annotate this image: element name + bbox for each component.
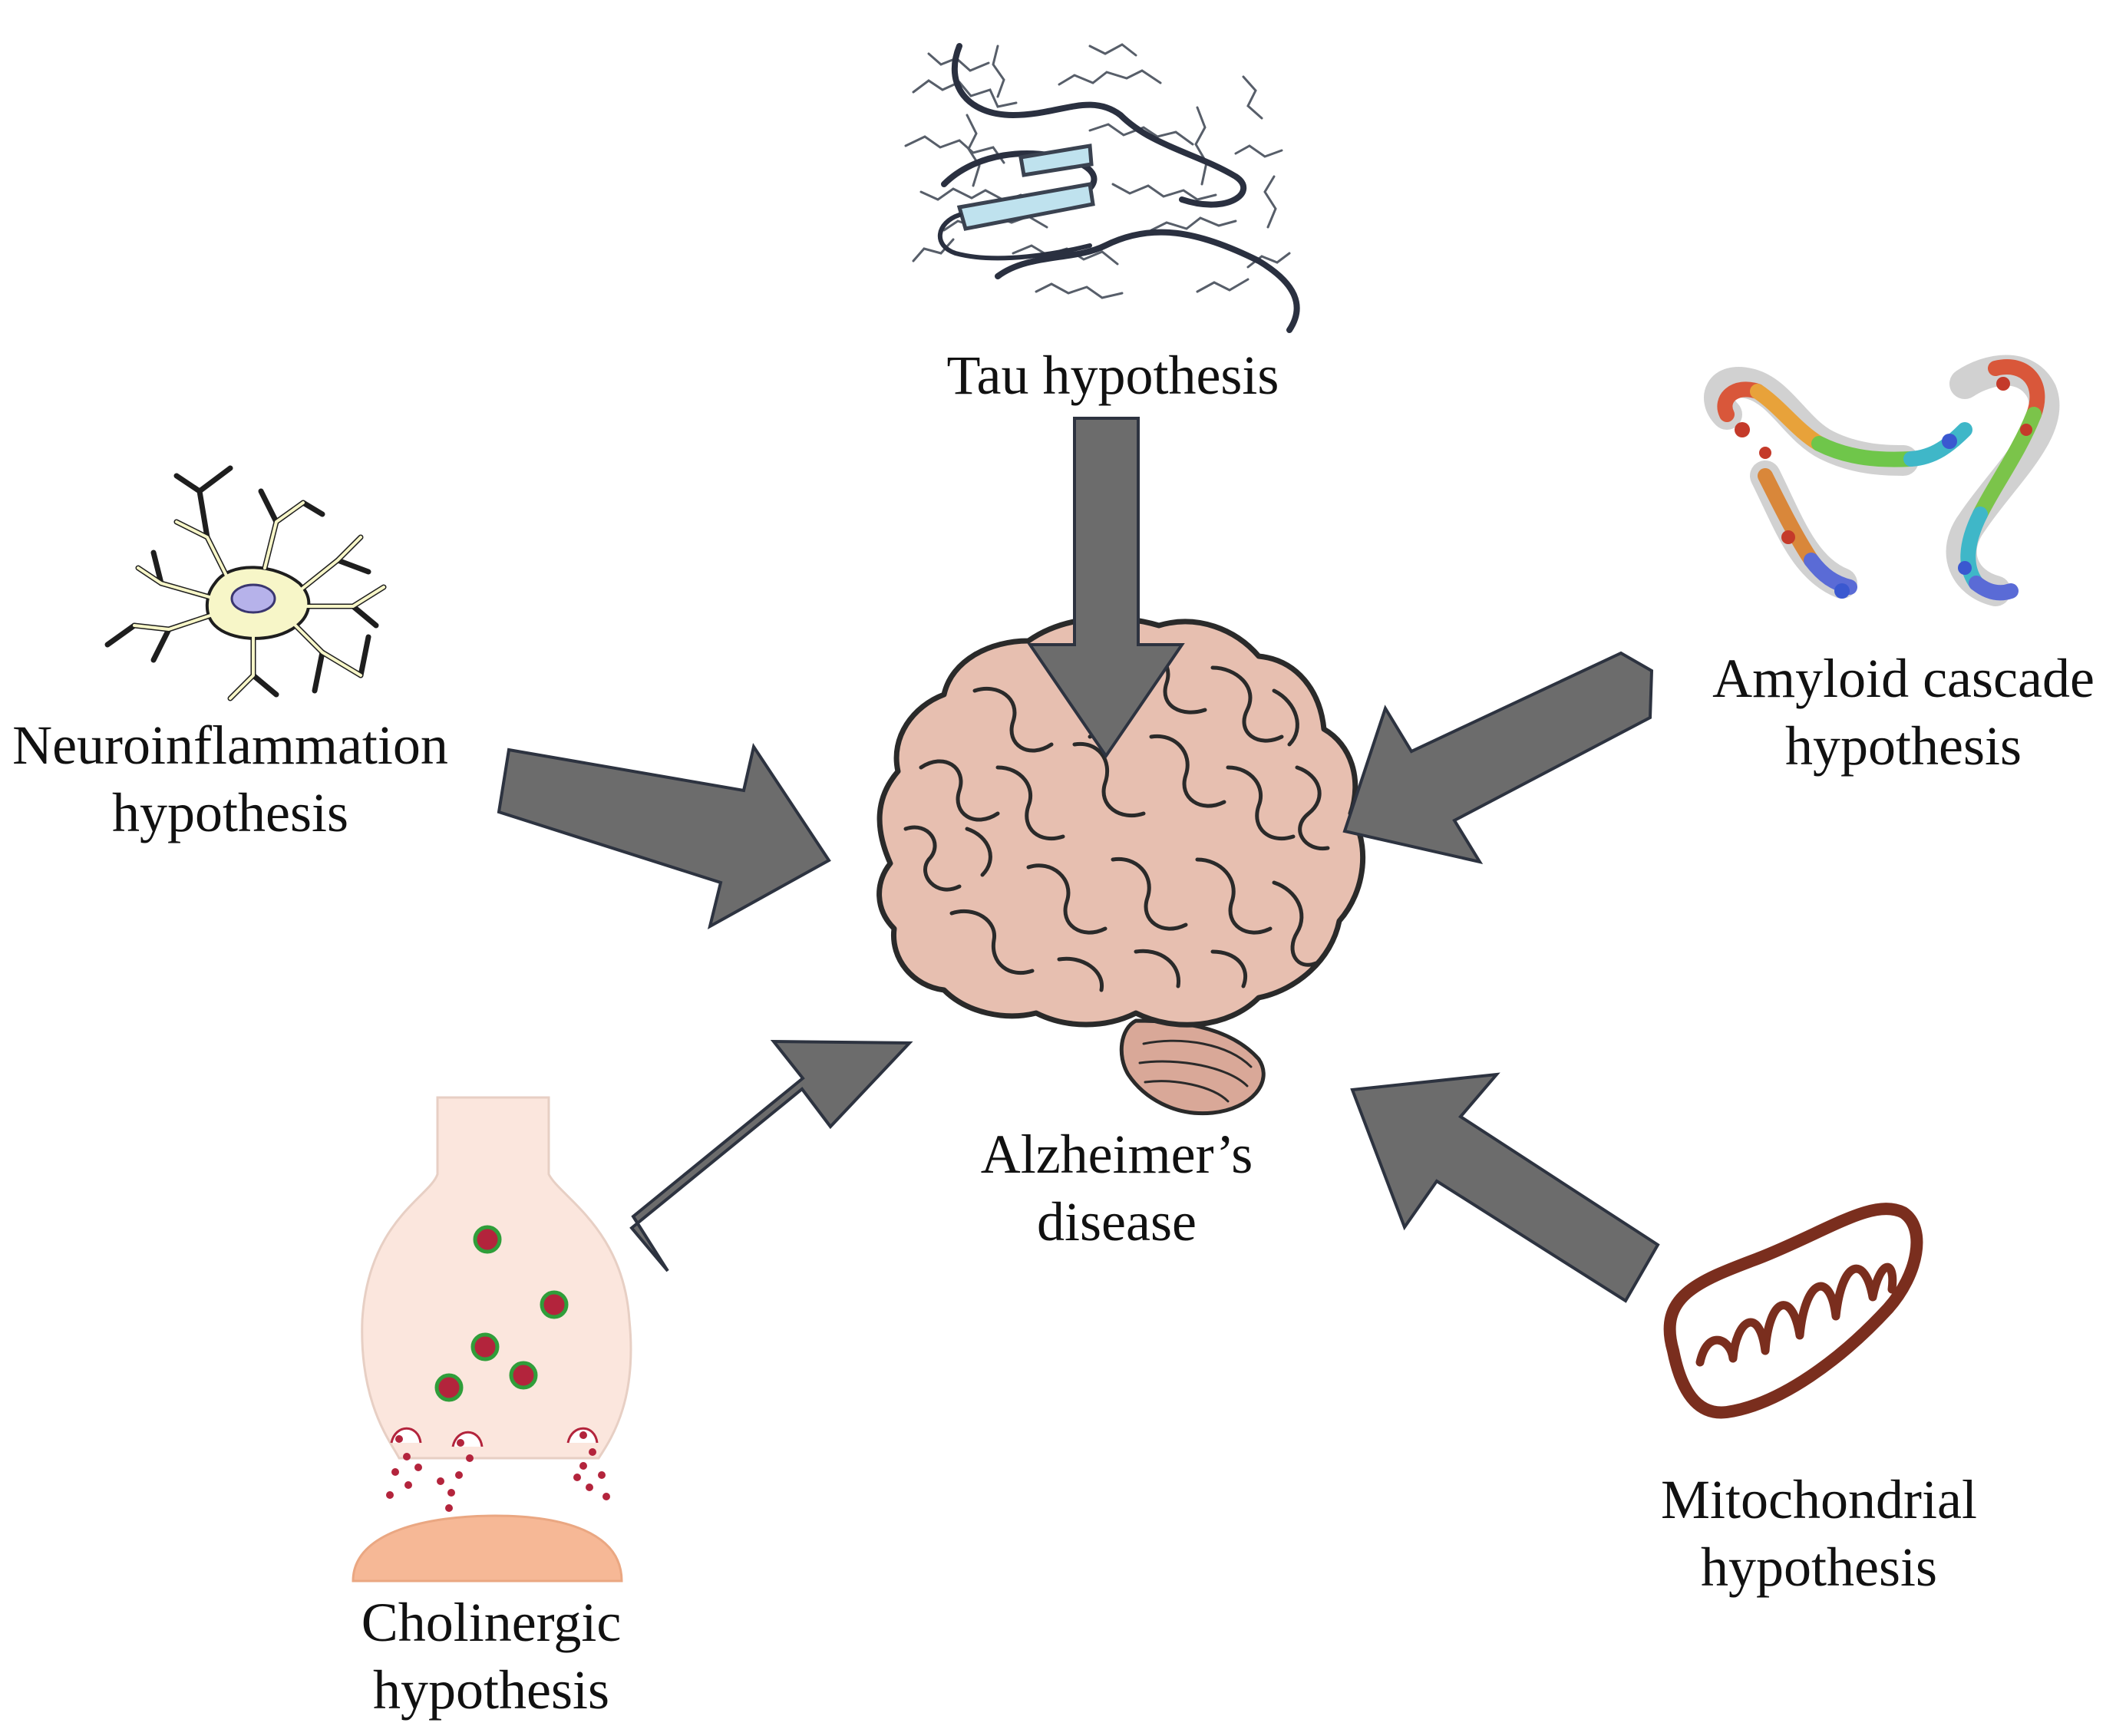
arrow-neuroinflammation-to-ad: [497, 743, 831, 929]
amyloid-label-line2: hypothesis: [1784, 715, 2022, 777]
cholinergic-label-line1: Cholinergic: [361, 1592, 622, 1653]
mitochondrion-illustration: [1663, 1203, 1923, 1419]
label-neuroinflammation-hypothesis: Neuroinflammation hypothesis: [0, 711, 461, 847]
neuroinflammation-label-line2: hypothesis: [111, 782, 348, 843]
arrow-cholinergic-to-ad: [629, 1039, 913, 1272]
synapse-illustration: [352, 1096, 632, 1583]
tau-label-line1: Tau hypothesis: [946, 345, 1279, 406]
amyloid-protein-illustration: [1704, 355, 2060, 606]
label-amyloid-hypothesis: Amyloid cascade hypothesis: [1704, 645, 2103, 780]
postsynaptic-terminal: [352, 1514, 623, 1583]
presynaptic-terminal: [361, 1096, 632, 1460]
mitochondrial-label-line2: hypothesis: [1700, 1536, 1937, 1598]
microglia-cell-illustration: [104, 465, 387, 701]
cerebellum: [1119, 1018, 1266, 1116]
tau-protein-illustration: [904, 43, 1300, 333]
label-cholinergic-hypothesis: Cholinergic hypothesis: [307, 1589, 675, 1724]
label-alzheimers-disease: Alzheimer’s disease: [944, 1120, 1289, 1256]
label-tau-hypothesis: Tau hypothesis: [913, 342, 1312, 409]
arrow-mitochondrial-to-ad: [1350, 1072, 1660, 1303]
acetylcholine-vesicles: [434, 1225, 569, 1402]
label-mitochondrial-hypothesis: Mitochondrial hypothesis: [1635, 1466, 2003, 1601]
alzheimers-label-line2: disease: [1037, 1191, 1197, 1252]
arrow-tau-to-ad: [1027, 417, 1185, 759]
amyloid-label-line1: Amyloid cascade: [1712, 648, 2095, 709]
cholinergic-label-line2: hypothesis: [372, 1659, 609, 1721]
mitochondrial-label-line1: Mitochondrial: [1661, 1469, 1977, 1530]
neuroinflammation-label-line1: Neuroinflammation: [12, 715, 448, 776]
alzheimers-label-line1: Alzheimer’s: [980, 1124, 1253, 1185]
released-neurotransmitter: [386, 1431, 610, 1512]
arrow-amyloid-to-ad: [1342, 651, 1654, 865]
